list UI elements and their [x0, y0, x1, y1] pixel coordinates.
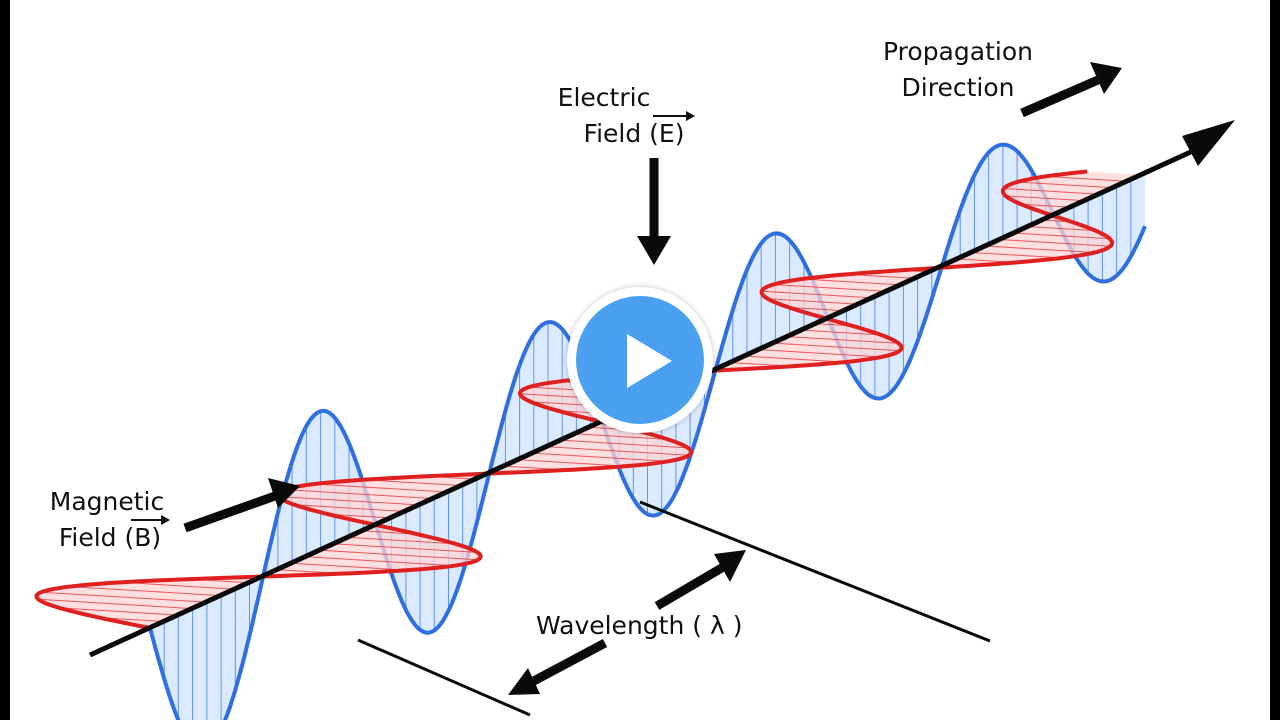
electric-field-label-line1: Electric [558, 83, 651, 112]
magnetic-field-wave-hatch-line [576, 433, 669, 440]
magnetic-field-wave-hatch-line [306, 556, 455, 567]
magnetic-field-wave-hatch-line [314, 483, 449, 493]
magnetic-vector-arrow-icon [131, 515, 170, 525]
magnetic-field-label-line1: Magnetic [50, 487, 164, 516]
electric-field-wave-curve [148, 142, 1147, 720]
magnetic-field-wave-hatch-line [803, 329, 882, 336]
magnetic-field-wave-hatch-line [773, 284, 890, 292]
magnetic-field-wave-hatch-line [1003, 188, 1103, 195]
electric-field-arrow [637, 158, 671, 265]
wavelength-label: Wavelength ( λ ) [536, 611, 742, 640]
magnetic-field-wave-hatch-line [278, 496, 421, 506]
magnetic-field-wave-hatch-line [41, 591, 207, 603]
propagation-label-line1: Propagation [883, 37, 1033, 66]
axis-arrowhead [1182, 120, 1235, 166]
magnetic-field-wave-hatch-line [334, 543, 478, 553]
magnetic-field-wave-hatch-line [761, 290, 875, 299]
magnetic-field-wave-hatch-line [1002, 239, 1111, 247]
electric-field-label-line2: Field (E) [584, 119, 685, 148]
magnetic-field-wave-hatch-line [38, 598, 193, 610]
magnetic-field-wave-hatch-line [562, 439, 688, 449]
magnetic-field-wave-hatch-line [533, 452, 669, 462]
video-thumbnail[interactable]: Propagation Direction Electric Field (E)… [10, 0, 1270, 720]
electric-vector-arrow-icon [653, 111, 695, 121]
magnetic-field-wave-hatch-line [59, 607, 179, 616]
magnetic-field-wave-hatch-line [767, 298, 861, 305]
wavelength-arrow-up [654, 550, 746, 610]
magnetic-field-wave-hatch-line [974, 252, 1063, 259]
propagation-arrow [1020, 62, 1122, 118]
magnetic-field-label-line2: Field (B) [59, 523, 161, 552]
magnetic-field-wave-curve [34, 169, 1115, 630]
magnetic-field-wave-hatch-line [1017, 232, 1110, 240]
magnetic-field-wave-hatch-line [789, 336, 899, 344]
magnetic-field-wave-hatch-line [1031, 226, 1096, 232]
magnetic-field-wave-hatch-line [69, 586, 222, 597]
magnetic-field-wave-hatch-line [761, 349, 882, 358]
magnetic-field-wave-hatch-line [547, 446, 689, 456]
magnetic-field-arrow [183, 478, 300, 533]
magnetic-field-wave-hatch-line [294, 504, 406, 512]
propagation-label-line2: Direction [902, 73, 1015, 102]
play-icon [627, 334, 672, 388]
magnetic-field-wave-hatch-line [320, 549, 479, 561]
play-button-disc [576, 296, 704, 424]
magnetic-field-wave-hatch-line [1005, 195, 1089, 202]
magnetic-field-wave-hatch-line [285, 489, 435, 500]
magnetic-field-wave-hatch-line [802, 278, 904, 286]
magnetic-field-wave-hatch-line [788, 306, 847, 312]
magnetic-field-wave-hatch-line [348, 536, 456, 545]
magnetic-field-wave-hatch-line [988, 245, 1095, 253]
wavelength-arrow-down [508, 639, 608, 695]
magnetic-field-wave-hatch-line [775, 342, 900, 352]
wavelength-bracket-right [639, 500, 991, 643]
magnetic-field-wave-hatch-line [1045, 175, 1131, 182]
magnetic-field-wave-hatch-line [121, 581, 236, 590]
magnetic-field-wave-hatch-line [1017, 181, 1117, 189]
play-button[interactable] [567, 287, 713, 433]
magnetic-field-wave-hatch-line [519, 459, 627, 467]
magnetic-field-wave-hatch-line [746, 355, 845, 363]
wavelength-bracket-left [357, 638, 531, 717]
magnetic-field-wave-hatch-line [292, 562, 408, 571]
